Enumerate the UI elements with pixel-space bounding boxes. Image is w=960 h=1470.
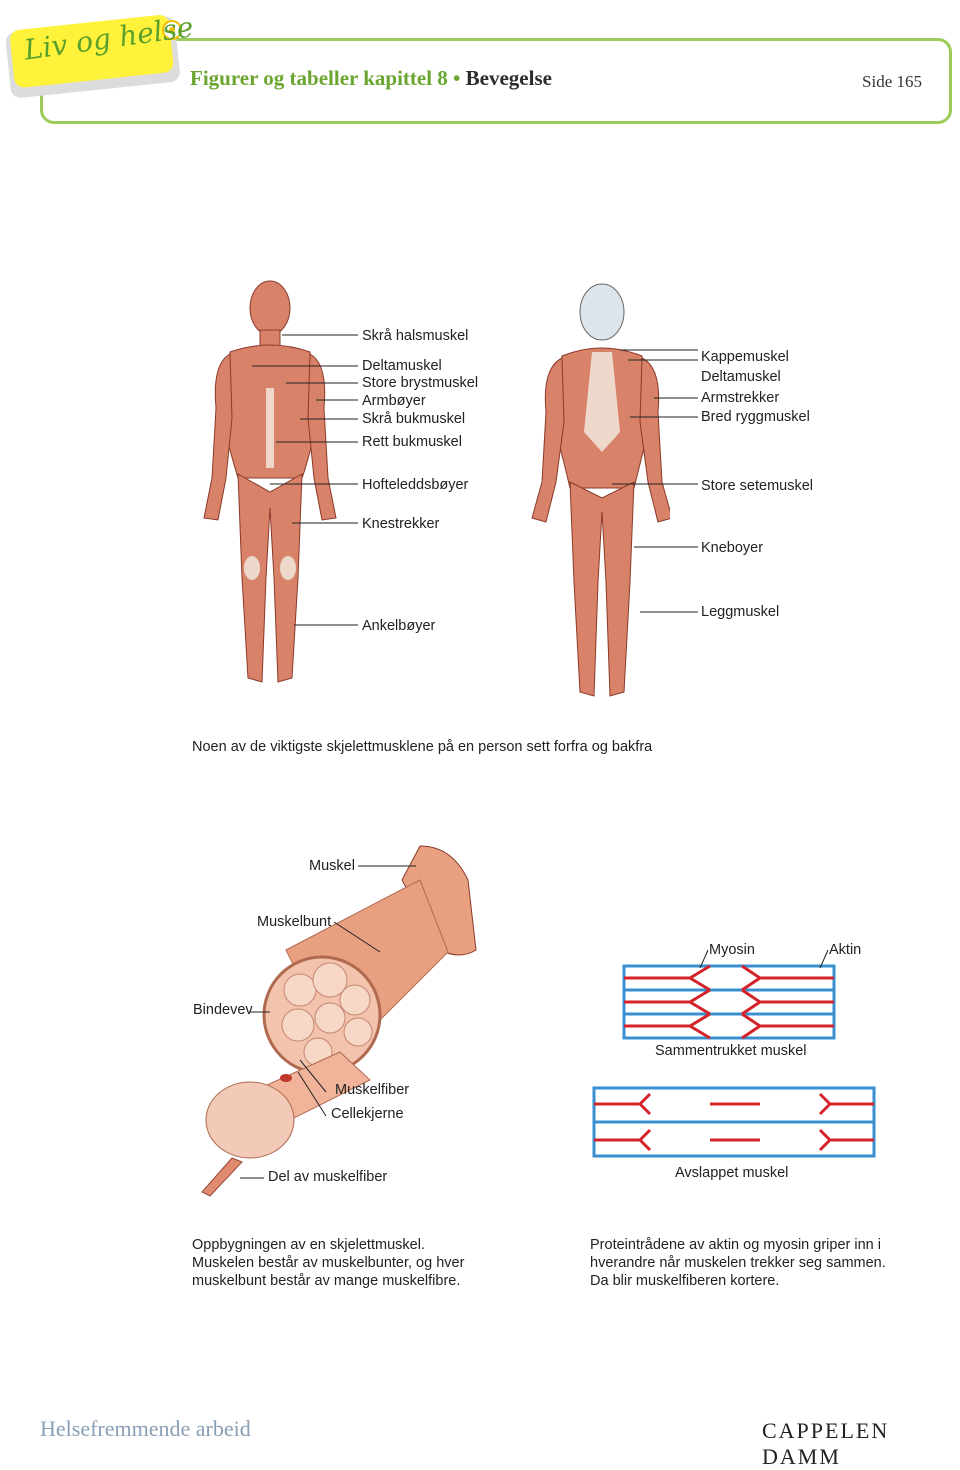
label-armboyer: Armbøyer <box>362 393 426 409</box>
label-bred-ryggmuskel: Bred ryggmuskel <box>701 409 810 425</box>
title-topic: Bevegelse <box>465 66 552 90</box>
label-hofteleddsboyer: Hofteleddsbøyer <box>362 477 469 493</box>
label-bindevev: Bindevev <box>193 1002 253 1018</box>
page-number: Side 165 <box>862 72 922 91</box>
label-kneboyer: Kneboyer <box>701 540 764 556</box>
label-sammentrukket-muskel: Sammentrukket muskel <box>655 1043 807 1059</box>
label-del-av-muskelfiber: Del av muskelfiber <box>268 1169 388 1185</box>
figure2-leader-lines <box>240 865 416 1179</box>
label-rett-bukmuskel: Rett bukmuskel <box>362 434 462 450</box>
label-deltamuskel-front: Deltamuskel <box>362 358 442 374</box>
sarcomere-contracted-diagram <box>622 964 836 1040</box>
logo-badge <box>5 15 182 98</box>
label-armstrekker: Armstrekker <box>701 390 780 406</box>
label-muskel: Muskel <box>309 858 355 874</box>
title-chapter: Figurer og tabeller kapittel 8 • <box>190 66 466 90</box>
figure1-leader-lines <box>252 334 698 626</box>
header-frame <box>40 38 952 124</box>
label-kappemuskel: Kappemuskel <box>701 349 789 365</box>
label-skra-halsmuskel: Skrå halsmuskel <box>362 328 469 344</box>
figure3-leader-lines <box>699 949 829 969</box>
label-cellekjerne: Cellekjerne <box>331 1106 404 1122</box>
label-avslappet-muskel: Avslappet muskel <box>675 1165 789 1181</box>
label-ankelboyer: Ankelbøyer <box>362 618 436 634</box>
publisher-logo: CAPPELEN DAMM <box>762 1418 890 1469</box>
label-muskelbunt: Muskelbunt <box>257 914 332 930</box>
muscle-figure-back <box>531 283 670 697</box>
figure1-caption: Noen av de viktigste skjelettmusklene på… <box>192 739 653 755</box>
muscle-structure-illustration <box>201 845 477 1197</box>
label-myosin: Myosin <box>709 942 755 958</box>
page-title: Figurer og tabeller kapittel 8 • Bevegel… <box>190 66 552 91</box>
label-muskelfiber: Muskelfiber <box>335 1082 410 1098</box>
footer-series-title: Helsefremmende arbeid <box>40 1416 251 1441</box>
figure3-caption: Proteintrådene av aktin og myosin griper… <box>590 1237 886 1289</box>
muscle-figure-front <box>203 280 337 683</box>
label-leggmuskel: Leggmuskel <box>701 604 780 620</box>
label-knestrekker: Knestrekker <box>362 516 440 532</box>
label-deltamuskel-back: Deltamuskel <box>701 369 781 385</box>
label-store-setemuskel: Store setemuskel <box>701 478 814 494</box>
label-aktin: Aktin <box>829 942 862 958</box>
label-skra-bukmuskel: Skrå bukmuskel <box>362 411 466 427</box>
sarcomere-relaxed-diagram <box>592 1086 876 1158</box>
figure2-caption: Oppbygningen av en skjelettmuskel. Muske… <box>192 1237 465 1289</box>
label-store-brystmuskel: Store brystmuskel <box>362 375 479 391</box>
